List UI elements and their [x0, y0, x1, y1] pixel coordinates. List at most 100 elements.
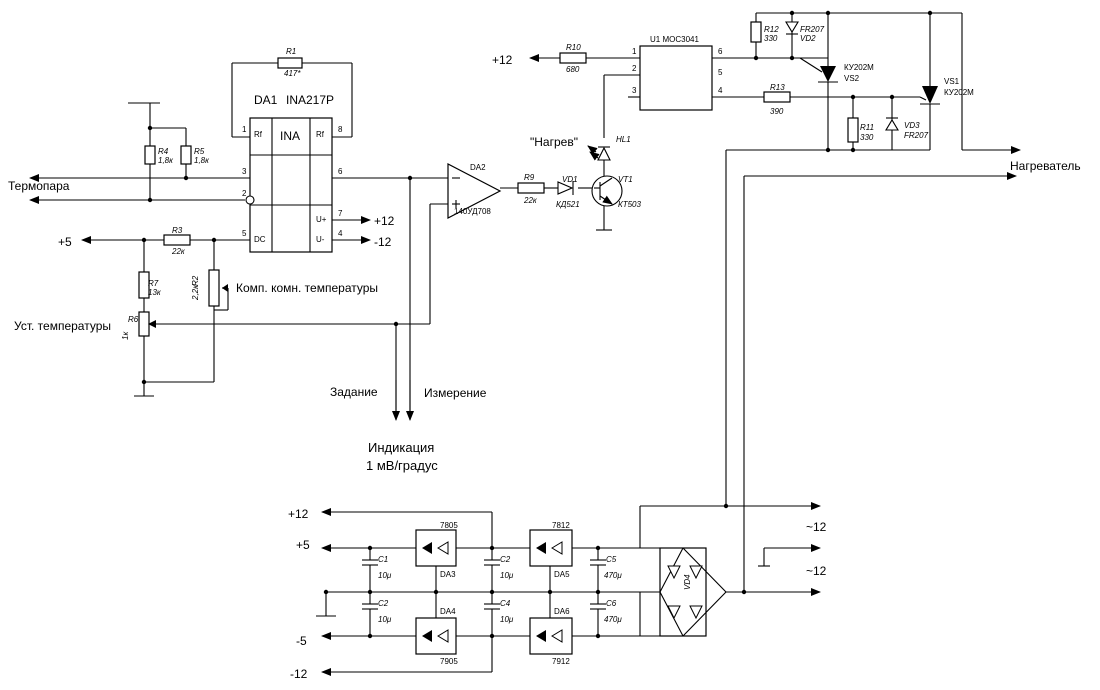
pin-uplus: U+	[316, 215, 327, 224]
label-plus12-opto: +12	[492, 53, 513, 67]
ref-vd2: VD2	[800, 34, 816, 43]
pin-8: 8	[338, 125, 343, 134]
resistor-r1	[277, 57, 303, 69]
opto-pin-2: 2	[632, 64, 637, 73]
resistor-r12	[750, 21, 762, 43]
label-indication: Индикация	[368, 440, 434, 455]
ref-hl1: HL1	[616, 135, 631, 144]
chip-7812: 7812	[552, 521, 570, 530]
val-r12: 330	[764, 34, 778, 43]
label-thermocouple: Термопара	[8, 179, 70, 193]
thyristor-vs1-icon	[922, 86, 938, 104]
ref-r1: R1	[286, 47, 296, 56]
pin-dc: DC	[254, 235, 266, 244]
val-r3: 22к	[171, 247, 186, 256]
ref-r9: R9	[524, 173, 535, 182]
chip-ina-text: INA	[280, 129, 300, 143]
chip-labels: DA1 INA217P INA Rf Rf DC U+ U- DA2 140УД…	[254, 35, 699, 666]
label-heating: "Нагрев"	[530, 135, 578, 149]
pin-2: 2	[242, 189, 247, 198]
resistor-r9	[517, 182, 545, 194]
resistor-r10	[559, 52, 587, 64]
resistor-r11	[847, 117, 859, 143]
label-psu-plus5: +5	[296, 538, 310, 552]
component-values: R1 417* R4 1,8к R5 1,8к R3 22к R7 13к R6…	[121, 25, 974, 624]
val-r9: 22к	[523, 196, 538, 205]
ref-c4: C4	[500, 599, 511, 608]
ref-r2: R2	[191, 275, 200, 286]
pin-uminus: U-	[316, 235, 325, 244]
filter-capacitors	[362, 559, 606, 624]
val-c2b: 10μ	[500, 571, 514, 580]
val-c4: 10μ	[500, 615, 514, 624]
chip-da2-name: DA2	[470, 163, 486, 172]
val-vt1: КТ503	[618, 200, 642, 209]
val-r5: 1,8к	[194, 156, 210, 165]
wiper-arrow-icon	[148, 320, 156, 328]
ref-c2b: C2	[500, 555, 511, 564]
pin-rf-left: Rf	[254, 130, 263, 139]
val-vs2: КУ202М	[844, 63, 874, 72]
chip-da1-part: INA217P	[286, 93, 334, 107]
chip-7912: 7912	[552, 657, 570, 666]
wires	[30, 12, 1018, 673]
label-ac12-top: ~12	[806, 520, 827, 534]
val-r6: 1к	[121, 331, 130, 340]
opto-pin-3: 3	[632, 86, 637, 95]
regulator-da3	[415, 529, 457, 567]
ina217-amplifier	[245, 117, 333, 253]
label-psu-minus12: -12	[290, 667, 308, 681]
label-setpoint: Задание	[330, 385, 378, 399]
pin-5: 5	[242, 229, 247, 238]
val-r7: 13к	[148, 288, 162, 297]
ref-vt1: VT1	[618, 175, 633, 184]
ref-r12: R12	[764, 25, 779, 34]
thyristor-vs2-icon	[820, 66, 836, 82]
label-minus12-ina: -12	[374, 235, 392, 249]
val-c6: 470μ	[604, 615, 622, 624]
trimmer-r2	[208, 269, 220, 307]
labels: Термопара +5 Уст. температуры Комп. комн…	[8, 53, 1081, 681]
resistor-r7	[138, 271, 150, 299]
ref-vs1: VS1	[944, 77, 960, 86]
potentiometer-r6	[138, 311, 150, 337]
label-psu-plus12: +12	[288, 507, 309, 521]
label-measurement: Измерение	[424, 386, 487, 400]
val-c2a: 10μ	[378, 615, 392, 624]
label-plus5-left: +5	[58, 235, 72, 249]
opto-pin-6: 6	[718, 47, 723, 56]
ref-r10: R10	[566, 43, 581, 52]
pin-4: 4	[338, 229, 343, 238]
resistor-r3	[163, 234, 191, 246]
resistor-r4	[144, 145, 156, 165]
ref-vd3: VD3	[904, 121, 920, 130]
ref-vd2-part: FR207	[800, 25, 825, 34]
opto-pin-5: 5	[718, 68, 723, 77]
chip-da2-part: 140УД708	[454, 207, 491, 216]
label-ac12-bottom: ~12	[806, 564, 827, 578]
pin-3: 3	[242, 167, 247, 176]
ref-r3: R3	[172, 226, 183, 235]
ref-vd1: VD1	[562, 175, 578, 184]
chip-u1: U1 MOC3041	[650, 35, 699, 44]
ref-c6: C6	[606, 599, 617, 608]
pin-6: 6	[338, 167, 343, 176]
val-vd3: FR207	[904, 131, 929, 140]
label-plus12-ina: +12	[374, 214, 395, 228]
val-r10: 680	[566, 65, 580, 74]
voltage-regulators	[415, 529, 573, 655]
bridge-rectifier-vd4	[659, 547, 727, 637]
label-heater: Нагреватель	[1010, 159, 1081, 173]
chip-7805: 7805	[440, 521, 458, 530]
val-r1: 417*	[284, 69, 301, 78]
val-vs1: КУ202М	[944, 88, 974, 97]
optocoupler-u1	[639, 45, 713, 111]
val-c5: 470μ	[604, 571, 622, 580]
ref-c5: C5	[606, 555, 617, 564]
ref-vd4: VD4	[683, 574, 692, 590]
opto-pin-4: 4	[718, 86, 723, 95]
junction-dots	[141, 10, 933, 639]
pin-7: 7	[338, 209, 343, 218]
